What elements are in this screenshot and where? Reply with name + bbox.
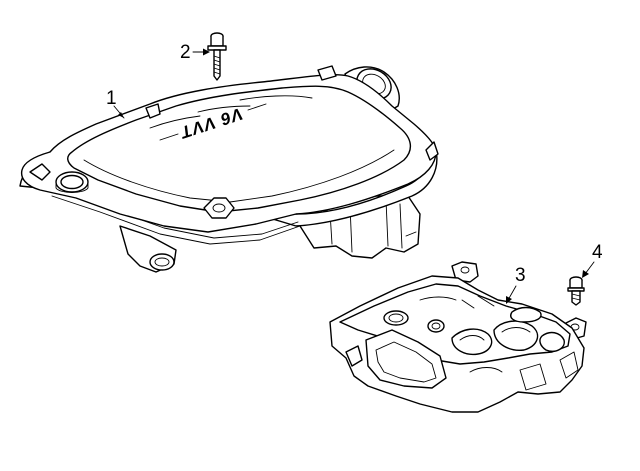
leader-arrow-3 <box>506 296 512 304</box>
leader-arrow-4 <box>582 270 589 278</box>
callout-1: 1 <box>106 88 125 119</box>
leader-arrow-1 <box>118 112 124 118</box>
leader-arrow-2 <box>203 48 210 56</box>
callout-1-number: 1 <box>106 88 117 109</box>
leader-line-4 <box>584 261 595 275</box>
engine-cover: V6 VVT <box>19 65 439 273</box>
bolt-part-4 <box>567 276 585 306</box>
base-part-3 <box>329 261 587 413</box>
callout-4-number: 4 <box>592 242 603 263</box>
callout-2-number: 2 <box>180 42 191 63</box>
callout-3: 3 <box>506 265 526 304</box>
bolt-part-2 <box>207 32 227 81</box>
callout-2: 2 <box>180 42 210 63</box>
leader-line-3 <box>507 285 517 301</box>
callout-4: 4 <box>582 242 603 278</box>
callout-3-number: 3 <box>515 265 526 286</box>
